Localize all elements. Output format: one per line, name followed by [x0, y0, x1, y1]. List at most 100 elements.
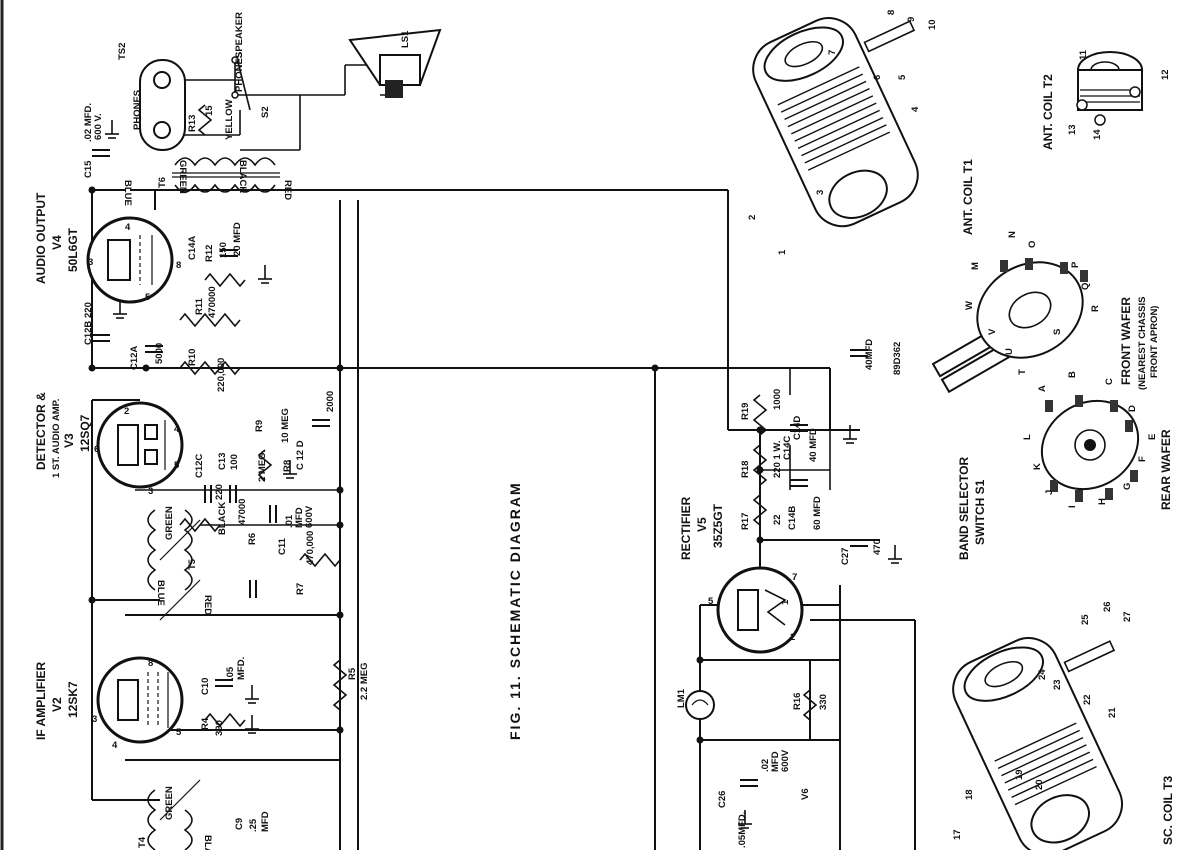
c14c-value: 40 MFD: [808, 428, 819, 462]
tube-v2: 8 3 4 5: [92, 656, 184, 751]
capacitors: [92, 149, 868, 787]
svg-text:26: 26: [1102, 601, 1113, 612]
svg-text:5: 5: [174, 460, 180, 471]
c15-voltage: 600 V.: [93, 113, 104, 140]
svg-text:8: 8: [176, 260, 181, 271]
c05-value: .05MFD.: [737, 812, 748, 848]
phones-jack-label: PHONES: [132, 90, 143, 130]
figure-title: FIG. 11. SCHEMATIC DIAGRAM: [507, 481, 523, 740]
svg-text:18: 18: [964, 789, 975, 800]
r13-value: 15: [204, 105, 215, 116]
c14b-label: C14B: [787, 506, 798, 530]
r12-label: R12: [204, 245, 215, 262]
c14c-label: C14C: [782, 436, 793, 460]
c9-label: C9: [234, 818, 245, 830]
tube-v4: 4 3 8 5: [86, 216, 181, 304]
svg-text:7: 7: [792, 572, 797, 583]
svg-text:G: G: [1122, 483, 1133, 490]
c12c-label: C12C: [194, 454, 205, 478]
c01-unit: MFD: [294, 507, 305, 528]
svg-text:T: T: [1017, 369, 1028, 375]
front-wafer-letters: M N O P Q R S T U V W: [964, 231, 1101, 375]
wire-black-t6: BLACK: [237, 160, 248, 193]
c12b-label: C12B: [83, 321, 94, 345]
svg-text:14: 14: [1092, 129, 1103, 140]
v3-function2-label: 1 ST. AUDIO AMP.: [51, 399, 62, 478]
speaker-ls1: [348, 28, 442, 98]
svg-text:H: H: [1097, 498, 1108, 505]
r9-value: 10 MEG: [280, 408, 291, 443]
svg-text:U: U: [1004, 348, 1015, 355]
svg-text:N: N: [1007, 231, 1018, 238]
rear-wafer-label: REAR WAFER: [1159, 429, 1173, 510]
v3-ref-label: V3: [62, 433, 76, 448]
svg-text:I: I: [1067, 505, 1078, 508]
c9-unit: MFD: [260, 811, 271, 832]
svg-text:P: P: [1070, 261, 1081, 268]
svg-text:3: 3: [148, 486, 153, 497]
drawing-number: 89D362: [892, 342, 903, 375]
c10-unit: MFD.: [236, 657, 247, 680]
r13-label: R13: [187, 115, 198, 132]
c11-label: C11: [277, 537, 288, 555]
r10-value: 220,000: [216, 358, 227, 392]
c15-value: .02 MFD.: [83, 103, 94, 142]
coil-t4: [147, 779, 201, 850]
wire-green-t4: GREEN: [164, 786, 175, 820]
c15-label: C15: [83, 160, 94, 178]
wire-black-t4: BLACK: [202, 835, 213, 850]
svg-text:1: 1: [777, 249, 788, 255]
switch-s1-label: SWITCH S1: [973, 479, 987, 545]
svg-text:L: L: [1022, 434, 1033, 440]
r10-label: R10: [187, 349, 198, 366]
svg-text:7: 7: [827, 50, 838, 55]
svg-text:2: 2: [790, 632, 795, 643]
tube-v3: 2 6 4 5 3: [94, 401, 184, 497]
c12d-label: C 12 D: [295, 440, 306, 470]
svg-text:V: V: [987, 328, 998, 335]
wire-red-t5: RED: [202, 595, 213, 615]
r17-label: R17: [740, 513, 751, 530]
svg-text:20: 20: [1034, 779, 1045, 790]
c13-label: C13: [217, 453, 228, 470]
v2-ref-label: V2: [50, 697, 64, 712]
ground-symbols: [105, 120, 902, 829]
c27-label: C27: [840, 548, 851, 565]
r8-value: 2 MEG.: [257, 450, 268, 482]
coil-t5: [147, 509, 201, 621]
c14a-label: C14A: [187, 236, 198, 260]
svg-text:F: F: [1137, 456, 1148, 462]
switch-s2: [231, 56, 251, 111]
front-wafer-note: (NEAREST CHASSIS: [1137, 297, 1148, 390]
v4-ref-label: V4: [50, 235, 64, 250]
c27-value: 470: [872, 539, 883, 555]
svg-text:R: R: [1090, 305, 1101, 312]
r17-value: 22: [772, 514, 783, 525]
c10-value: .05: [225, 666, 236, 680]
ts2-label: TS2: [117, 43, 128, 60]
v3-type-label: 12SQ7: [78, 414, 92, 452]
wire-green-t5: GREEN: [164, 506, 175, 540]
v6-label: V6: [800, 788, 811, 800]
ls1-label: LS1: [400, 30, 411, 48]
pilot-lamp-lm1: [685, 690, 715, 720]
c10-label: C10: [200, 678, 211, 695]
r9-label: R9: [254, 420, 265, 432]
r11-label: R11: [194, 297, 205, 315]
r11-value: 470000: [207, 286, 218, 318]
rear-wafer-letters: A B C D E F G H I J K L: [1022, 371, 1158, 508]
r5-value: 2.2 MEG: [359, 663, 370, 701]
c12a-value: 5000: [154, 343, 165, 364]
svg-text:5: 5: [176, 727, 182, 738]
svg-text:12: 12: [1160, 69, 1171, 80]
s2-label: S2: [260, 106, 271, 118]
v5-ref-label: V5: [695, 517, 709, 532]
svg-text:Q: Q: [1080, 283, 1091, 290]
coil-t6: [172, 157, 280, 193]
r5-label: R5: [347, 667, 358, 680]
t2-pin-numbers: 11 12 13 14: [1067, 49, 1171, 140]
front-wafer-note2: FRONT APRON): [1149, 306, 1160, 378]
c26-voltage: 600V: [780, 749, 791, 772]
ant-coil-t2-drawing: [1076, 51, 1143, 126]
c12a-label: C12A: [129, 346, 140, 370]
